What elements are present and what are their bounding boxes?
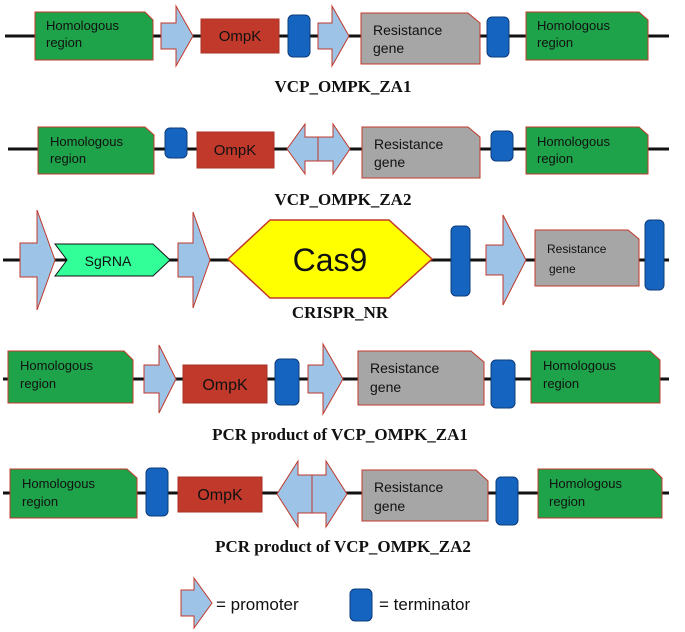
- promoter-icon: [317, 4, 350, 68]
- homologous-region-left: Homologous region: [9, 468, 138, 519]
- element-label: region: [537, 35, 573, 50]
- legend: = promoter = terminator: [180, 576, 471, 630]
- element-label: Resistance: [373, 22, 442, 38]
- element-label: OmpK: [197, 487, 243, 504]
- element-label: region: [549, 494, 585, 509]
- homologous-region-left: Homologous region: [7, 350, 134, 404]
- element-label: Cas9: [293, 242, 368, 278]
- homologous-region-right: Homologous region: [537, 468, 663, 519]
- element-label: Resistance: [374, 479, 443, 495]
- element-label: gene: [549, 262, 576, 276]
- element-label: Homologous: [549, 476, 622, 491]
- terminator-icon: [490, 359, 516, 409]
- ompk-gene: OmpK: [182, 364, 268, 404]
- element-label: Homologous: [46, 18, 119, 33]
- element-label: gene: [374, 154, 405, 170]
- legend-terminator-label: = terminator: [379, 595, 471, 614]
- element-label: region: [537, 151, 573, 166]
- promoter-icon: [177, 211, 211, 309]
- construct-caption: PCR product of VCP_OMPK_ZA1: [212, 425, 468, 444]
- construct-vcp-ompk-za2: Homologous region OmpK Resistance gene H…: [8, 122, 669, 209]
- promoter-icon: [143, 344, 177, 414]
- terminator-icon: [486, 16, 510, 58]
- element-label: region: [20, 376, 56, 391]
- element-label: Homologous: [537, 18, 610, 33]
- terminator-icon: [274, 358, 300, 406]
- element-label: region: [50, 151, 86, 166]
- element-label: Resistance: [547, 242, 607, 256]
- construct-caption: VCP_OMPK_ZA2: [275, 190, 412, 209]
- element-label: region: [46, 35, 82, 50]
- promoter-icon: [19, 209, 56, 311]
- bidirectional-promoter-icon: [286, 122, 351, 176]
- resistance-gene: Resistance gene: [534, 229, 640, 287]
- cas9-gene: Cas9: [226, 219, 434, 299]
- resistance-gene: Resistance gene: [361, 469, 489, 522]
- construct-caption: PCR product of VCP_OMPK_ZA2: [215, 537, 471, 556]
- element-label: region: [22, 494, 58, 509]
- promoter-icon: [485, 214, 527, 306]
- ompk-gene: OmpK: [196, 131, 275, 169]
- resistance-gene: Resistance gene: [357, 350, 485, 406]
- sgrna-element: SgRNA: [54, 243, 171, 277]
- element-label: Homologous: [50, 134, 123, 149]
- bidirectional-promoter-icon: [276, 459, 348, 529]
- element-label: gene: [370, 379, 401, 395]
- element-label: gene: [373, 40, 404, 56]
- terminator-icon: [644, 219, 665, 291]
- legend-terminator-icon: [349, 588, 373, 622]
- construct-caption: VCP_OMPK_ZA1: [275, 77, 412, 96]
- element-label: OmpK: [214, 142, 257, 159]
- element-label: gene: [374, 498, 405, 514]
- terminator-icon: [164, 127, 188, 159]
- element-label: OmpK: [202, 377, 248, 394]
- construct-pcr-product-za2: Homologous region OmpK Resistance gene H…: [3, 459, 669, 556]
- construct-crispr-nr: SgRNA Cas9 Resistance gene CRISPR_NR: [3, 209, 669, 322]
- resistance-gene: Resistance gene: [361, 126, 481, 179]
- homologous-region-left: Homologous region: [34, 11, 154, 61]
- ompk-gene: OmpK: [200, 18, 280, 54]
- promoter-icon: [160, 4, 194, 68]
- element-label: OmpK: [219, 28, 262, 45]
- legend-promoter-icon: [180, 576, 213, 630]
- homologous-region-right: Homologous region: [525, 126, 649, 175]
- terminator-icon: [450, 225, 471, 297]
- terminator-icon: [495, 476, 519, 526]
- legend-promoter-label: = promoter: [216, 595, 299, 614]
- homologous-region-right: Homologous region: [530, 350, 661, 404]
- element-label: Resistance: [370, 360, 439, 376]
- ompk-gene: OmpK: [177, 476, 263, 513]
- element-label: Homologous: [543, 358, 616, 373]
- element-label: Resistance: [374, 136, 443, 152]
- resistance-gene: Resistance gene: [360, 12, 481, 65]
- homologous-region-right: Homologous region: [525, 11, 649, 61]
- terminator-icon: [145, 467, 169, 517]
- element-label: Homologous: [22, 476, 95, 491]
- homologous-region-left: Homologous region: [37, 126, 155, 175]
- element-label: region: [543, 376, 579, 391]
- element-label: SgRNA: [85, 253, 132, 269]
- construct-pcr-product-za1: Homologous region OmpK Resistance gene H…: [3, 342, 669, 444]
- element-label: Homologous: [537, 134, 610, 149]
- promoter-icon: [307, 342, 344, 416]
- construct-vcp-ompk-za1: Homologous region OmpK Resistance gene H…: [5, 4, 669, 96]
- terminator-icon: [490, 130, 514, 162]
- construct-caption: CRISPR_NR: [292, 303, 389, 322]
- element-label: Homologous: [20, 358, 93, 373]
- terminator-icon: [287, 14, 311, 58]
